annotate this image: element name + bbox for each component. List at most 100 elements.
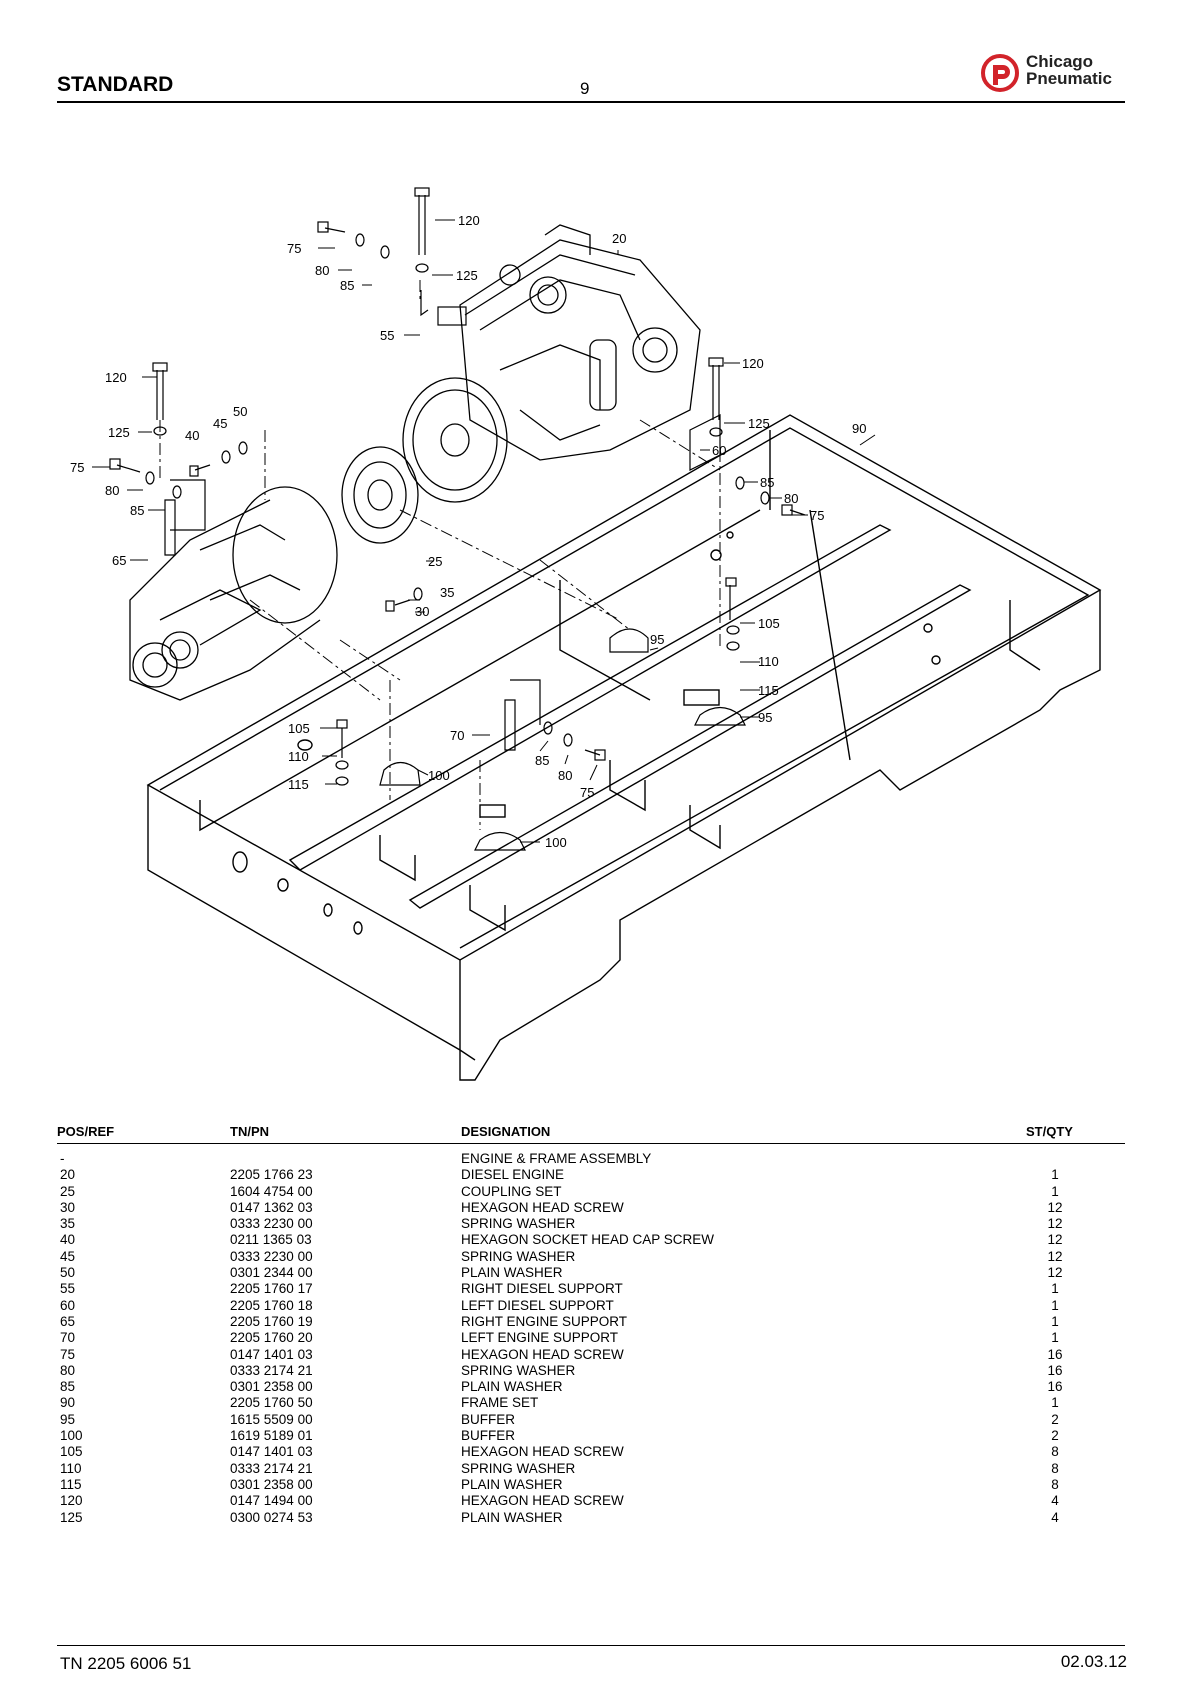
cell-pos: 65 xyxy=(60,1313,76,1329)
cell-pos: 80 xyxy=(60,1362,76,1378)
cell-designation: PLAIN WASHER xyxy=(461,1379,563,1395)
callout: 120 xyxy=(458,213,480,228)
cell-qty: 1 xyxy=(1051,1395,1059,1411)
callout: 100 xyxy=(428,768,450,783)
cell-designation: HEXAGON HEAD SCREW xyxy=(461,1199,624,1215)
cell-pos: 45 xyxy=(60,1248,76,1264)
cell-designation: HEXAGON HEAD SCREW xyxy=(461,1444,624,1460)
footer-divider xyxy=(57,1645,1125,1646)
callout: 50 xyxy=(233,404,247,419)
document-date: 02.03.12 xyxy=(1060,1652,1127,1671)
exploded-parts-diagram: 120 75 80 85 125 20 55 120 125 60 85 80 … xyxy=(70,187,1102,1081)
callout: 110 xyxy=(758,654,779,669)
callout: 80 xyxy=(784,491,798,506)
table-header-divider xyxy=(57,1143,1125,1144)
callout: 85 xyxy=(760,475,774,490)
callout: 125 xyxy=(108,425,130,440)
cell-qty: 2 xyxy=(1051,1411,1059,1427)
cell-pos: 125 xyxy=(60,1509,83,1525)
cell-pos: 85 xyxy=(60,1379,76,1395)
cell-pn: 1615 5509 00 xyxy=(230,1411,313,1427)
callout: 75 xyxy=(70,460,84,475)
cell-pn: 0301 2358 00 xyxy=(230,1379,313,1395)
cell-pos: 35 xyxy=(60,1216,76,1232)
cell-pn: 2205 1760 50 xyxy=(230,1395,313,1411)
cell-qty: 8 xyxy=(1051,1460,1059,1476)
cell-designation: DIESEL ENGINE xyxy=(461,1167,565,1183)
cell-designation: HEXAGON HEAD SCREW xyxy=(461,1493,624,1509)
cell-pn: 0333 2230 00 xyxy=(230,1216,313,1232)
callout: 125 xyxy=(456,268,478,283)
cell-pn: 2205 1760 20 xyxy=(230,1330,313,1346)
engine-assembly xyxy=(129,224,701,701)
dash-centerlines xyxy=(159,280,721,830)
cell-pn: 1604 4754 00 xyxy=(230,1183,313,1199)
callout: 90 xyxy=(852,421,866,436)
column-header-pos: POS/REF xyxy=(57,1124,115,1139)
callout: 70 xyxy=(450,728,464,743)
callout: 35 xyxy=(440,585,454,600)
cell-pn: 0301 2358 00 xyxy=(230,1476,313,1492)
cell-designation: PLAIN WASHER xyxy=(461,1476,563,1492)
callout: 110 xyxy=(288,749,309,764)
cell-pos: 60 xyxy=(60,1297,76,1313)
cell-designation: COUPLING SET xyxy=(461,1183,562,1199)
column-header-pn: TN/PN xyxy=(230,1124,269,1139)
callout: 120 xyxy=(105,370,127,385)
cell-qty: 1 xyxy=(1051,1313,1059,1329)
cell-designation: SPRING WASHER xyxy=(461,1362,576,1378)
callout-leaders xyxy=(92,219,876,843)
callout: 115 xyxy=(758,683,779,698)
callout: 85 xyxy=(340,278,354,293)
cell-pn: 0147 1494 00 xyxy=(230,1493,313,1509)
cell-qty: 4 xyxy=(1051,1493,1059,1509)
brand-logo: Chicago Pneumatic xyxy=(981,52,1129,96)
callout: 100 xyxy=(545,835,567,850)
cell-designation: BUFFER xyxy=(461,1428,515,1444)
callout: 80 xyxy=(105,483,119,498)
callout: 95 xyxy=(758,710,772,725)
cell-designation: ENGINE & FRAME ASSEMBLY xyxy=(461,1151,652,1166)
callout: 20 xyxy=(612,231,626,246)
column-header-designation: DESIGNATION xyxy=(461,1124,551,1139)
cell-designation: PLAIN WASHER xyxy=(461,1265,563,1281)
document-number: TN 2205 6006 51 xyxy=(60,1654,192,1673)
callout: 65 xyxy=(112,553,126,568)
cell-designation: LEFT DIESEL SUPPORT xyxy=(461,1297,614,1313)
cell-pos: 20 xyxy=(60,1167,76,1183)
cell-pn: 0301 2344 00 xyxy=(230,1265,313,1281)
cell-qty: 1 xyxy=(1051,1281,1059,1297)
column-header-qty: ST/QTY xyxy=(1026,1124,1073,1139)
frame-outline xyxy=(146,414,1102,1081)
cell-qty: 12 xyxy=(1047,1216,1063,1232)
cell-pn: 2205 1766 23 xyxy=(230,1167,313,1183)
cell-pos: - xyxy=(60,1151,65,1166)
table-row: 120 0147 1494 00 HEXAGON HEAD SCREW 4 xyxy=(0,1493,1200,1509)
cell-qty: 16 xyxy=(1047,1346,1063,1362)
callout: 75 xyxy=(287,241,301,256)
cell-designation: HEXAGON SOCKET HEAD CAP SCREW xyxy=(461,1232,715,1248)
cell-pos: 100 xyxy=(60,1428,83,1444)
cell-qty: 12 xyxy=(1047,1199,1063,1215)
cell-qty: 4 xyxy=(1051,1509,1059,1525)
cell-pos: 120 xyxy=(60,1493,83,1509)
cell-pn: 1619 5189 01 xyxy=(230,1428,313,1444)
cell-pos: 110 xyxy=(60,1460,82,1476)
cell-qty: 12 xyxy=(1047,1265,1063,1281)
cell-designation: HEXAGON HEAD SCREW xyxy=(461,1346,624,1362)
cell-pos: 50 xyxy=(60,1265,76,1281)
cell-designation: SPRING WASHER xyxy=(461,1460,576,1476)
